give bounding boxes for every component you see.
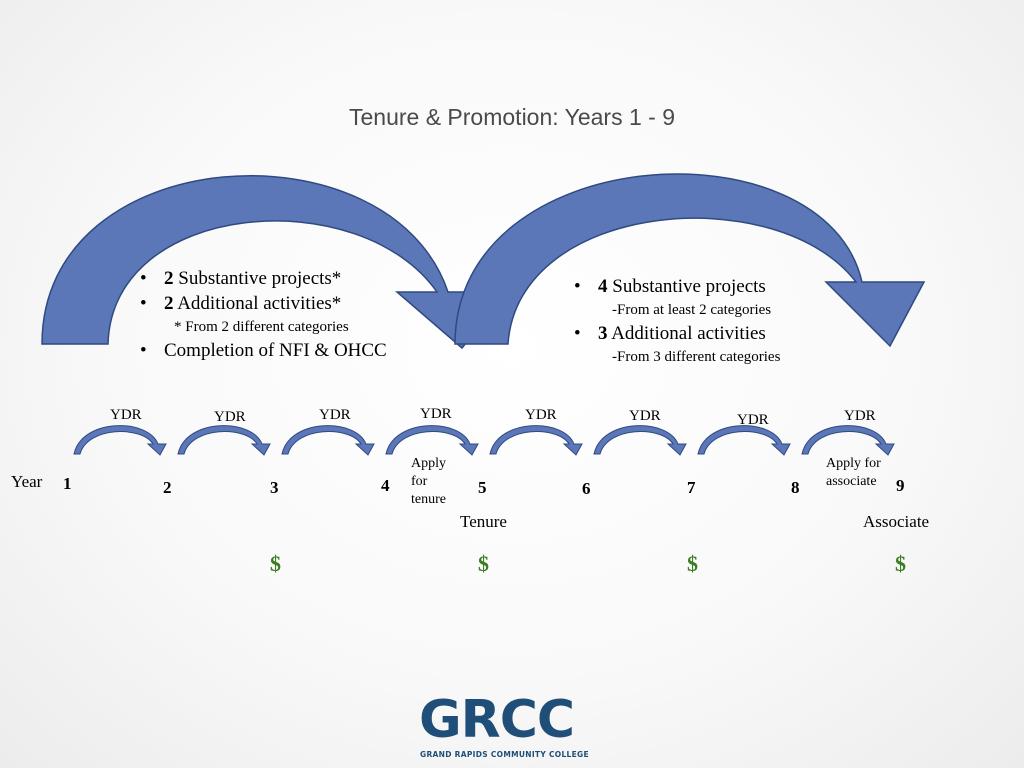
ydr-arrow (177, 425, 271, 456)
dollar-sign: $ (687, 551, 698, 576)
right-bullet-list: 4 Substantive projects -From at least 2 … (574, 274, 780, 368)
year-label: Year (11, 472, 43, 491)
year-number-2: 2 (163, 478, 172, 497)
right-bullet-additional: 3 Additional activities (574, 321, 780, 346)
ydr-label: YDR (214, 409, 246, 425)
left-bullet-note: * From 2 different categories (174, 319, 349, 335)
year-number-5: 5 (478, 478, 487, 497)
ydr-label: YDR (844, 408, 876, 424)
year-number-7: 7 (687, 478, 696, 497)
right-bullet-substantive-sub: -From at least 2 categories (612, 302, 772, 318)
year-number-4: 4 (381, 476, 390, 495)
grcc-logo: GRCC (419, 690, 575, 750)
apply-associate-note: Apply for associate (826, 456, 881, 489)
ydr-label: YDR (420, 406, 452, 422)
ydr-label: YDR (319, 407, 351, 423)
large-curved-arrow-left (41, 175, 509, 350)
year-number-9: 9 (896, 476, 905, 495)
ydr-label: YDR (737, 412, 769, 428)
dollar-sign: $ (895, 551, 906, 576)
year-number-1: 1 (63, 474, 72, 493)
ydr-arrow (489, 425, 583, 456)
ydr-arrow (593, 425, 687, 456)
year-number-8: 8 (791, 478, 800, 497)
ydr-label: YDR (525, 407, 557, 423)
left-bullet-completion: Completion of NFI & OHCC (140, 338, 387, 363)
grcc-logo-subtitle: GRAND RAPIDS COMMUNITY COLLEGE (420, 750, 589, 759)
ydr-arrow (801, 425, 895, 456)
ydr-label: YDR (629, 408, 661, 424)
ydr-arrow (281, 425, 375, 456)
year-number-6: 6 (582, 479, 591, 498)
apply-tenure-note: Apply for tenure (411, 456, 446, 507)
left-bullet-list: 2 Substantive projects* 2 Additional act… (140, 266, 387, 363)
tenure-milestone: Tenure (460, 512, 507, 531)
year-number-3: 3 (270, 478, 279, 497)
slide-title: Tenure & Promotion: Years 1 - 9 (348, 104, 676, 130)
left-bullet-additional: 2 Additional activities* (140, 291, 387, 316)
right-bullet-additional-sub: -From 3 different categories (612, 349, 781, 365)
dollar-sign: $ (478, 551, 489, 576)
left-bullet-substantive: 2 Substantive projects* (140, 266, 387, 291)
associate-milestone: Associate (863, 512, 930, 531)
dollar-sign: $ (270, 551, 281, 576)
ydr-arrow (697, 425, 791, 456)
ydr-arrow (73, 425, 167, 456)
ydr-label: YDR (110, 407, 142, 423)
right-bullet-substantive: 4 Substantive projects (574, 274, 780, 299)
large-curved-arrow-right (454, 173, 926, 348)
ydr-arrow (385, 425, 479, 456)
